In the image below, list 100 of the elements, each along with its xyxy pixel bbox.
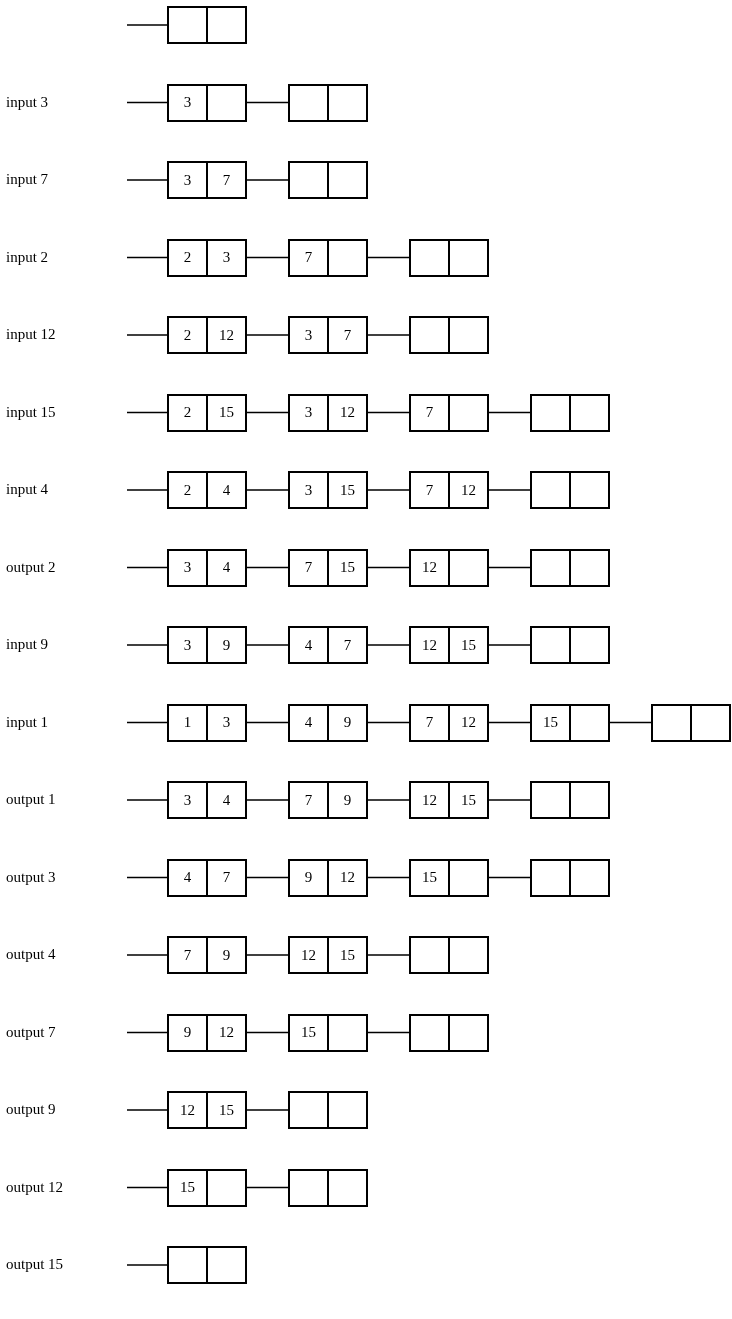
connector-line — [126, 256, 168, 259]
cell-value: 15 — [219, 1102, 234, 1118]
cell-value: 15 — [461, 792, 476, 808]
cell-value: 7 — [343, 327, 352, 343]
list-node-box — [288, 393, 368, 432]
cell-value: 2 — [183, 327, 192, 343]
row-label: output 4 — [6, 947, 56, 962]
list-node-box — [409, 548, 489, 587]
cell-value: 7 — [425, 405, 434, 420]
list-node-box — [409, 393, 489, 432]
cell-value: 12 — [422, 792, 437, 808]
list-node-box — [288, 781, 368, 819]
connector-line — [246, 644, 289, 646]
connector-line — [488, 799, 531, 801]
cell-value: 12 — [219, 327, 234, 343]
list-node-box — [167, 548, 247, 587]
connector-line — [126, 24, 168, 26]
list-node-box — [288, 83, 368, 122]
list-node-box — [167, 471, 247, 509]
connector-line — [488, 566, 531, 569]
cell-value: 2 — [183, 482, 192, 498]
list-node-box — [167, 316, 247, 354]
cell-value: 7 — [183, 947, 192, 963]
cell-value: 12 — [219, 1025, 234, 1040]
list-node-box — [167, 858, 247, 897]
connector-line — [246, 566, 289, 569]
connector-line — [126, 721, 168, 724]
cell-value: 7 — [425, 715, 434, 730]
cell-value: 12 — [180, 1102, 195, 1118]
connector-line — [246, 954, 289, 956]
connector-line — [367, 1031, 410, 1034]
connector-line — [126, 1186, 168, 1189]
list-node-box — [409, 471, 489, 509]
row-label: input 7 — [6, 172, 49, 187]
row-label: output 7 — [6, 1024, 56, 1040]
cell-value: 4 — [222, 482, 231, 498]
cell-value: 1 — [183, 715, 192, 730]
connector-line — [246, 489, 289, 491]
cell-value: 12 — [422, 560, 437, 575]
connector-line — [246, 256, 289, 259]
list-node-box — [288, 703, 368, 742]
list-node-box — [167, 83, 247, 122]
list-node-box — [530, 471, 610, 509]
list-node-box — [167, 1168, 247, 1207]
cell-value: 4 — [183, 870, 192, 885]
cell-value: 4 — [304, 715, 313, 730]
list-node-box — [167, 6, 247, 44]
list-node-box — [288, 626, 368, 664]
connector-line — [246, 334, 289, 336]
cell-value: 12 — [422, 637, 437, 653]
cell-value: 15 — [301, 1025, 316, 1040]
connector-line — [246, 799, 289, 801]
list-node-box — [409, 316, 489, 354]
list-node-box — [288, 1013, 368, 1052]
connector-line — [488, 644, 531, 646]
cell-value: 3 — [183, 172, 192, 188]
list-node-box — [167, 1091, 247, 1129]
list-node-box — [167, 781, 247, 819]
connector-line — [126, 179, 168, 181]
connector-line — [126, 799, 168, 801]
row-label: input 9 — [6, 637, 49, 652]
cell-value: 9 — [183, 1025, 192, 1040]
cell-value: 3 — [183, 95, 192, 110]
list-node-box — [530, 703, 610, 742]
list-node-box — [530, 781, 610, 819]
cell-value: 9 — [222, 947, 231, 963]
cell-value: 7 — [222, 870, 231, 885]
list-node-box — [167, 238, 247, 277]
cell-value: 3 — [304, 405, 313, 420]
cell-value: 3 — [222, 250, 231, 265]
connector-line — [246, 101, 289, 104]
connector-line — [246, 876, 289, 879]
row-label: output 9 — [6, 1102, 56, 1117]
connector-line — [126, 411, 168, 414]
row-label: input 2 — [6, 249, 49, 265]
connector-line — [246, 179, 289, 181]
list-node-box — [530, 393, 610, 432]
list-node-box — [167, 1246, 247, 1284]
connector-line — [367, 954, 410, 956]
list-node-box — [288, 238, 368, 277]
connector-line — [126, 1109, 168, 1111]
cell-value: 4 — [222, 560, 231, 575]
connector-line — [126, 334, 168, 336]
cell-value: 3 — [304, 482, 313, 498]
list-node-box — [288, 1091, 368, 1129]
cell-value: 12 — [301, 947, 316, 963]
list-node-box — [409, 238, 489, 277]
connector-line — [246, 1186, 289, 1189]
list-node-box — [651, 703, 731, 742]
list-node-box — [167, 703, 247, 742]
cell-value: 7 — [304, 250, 313, 265]
connector-line — [367, 489, 410, 491]
connector-line — [488, 489, 531, 491]
cell-value: 4 — [222, 792, 231, 808]
list-node-box — [167, 626, 247, 664]
connector-line — [246, 1109, 289, 1111]
cell-value: 7 — [222, 172, 231, 188]
cell-value: 7 — [304, 560, 313, 575]
row-label: input 3 — [6, 94, 49, 110]
cell-value: 3 — [304, 327, 313, 343]
